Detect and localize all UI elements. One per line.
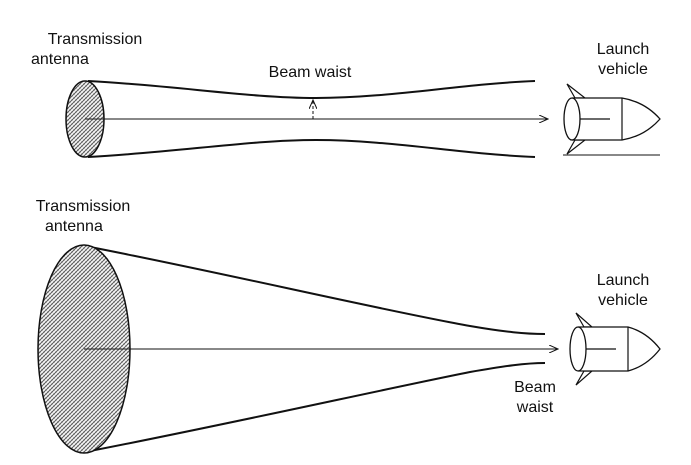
top-vehicle-label-line1: Launch [596,41,650,58]
bottom-beam-lower-edge [84,362,546,453]
top-antenna-label: Transmission antenna [20,30,170,70]
top-launch-vehicle-icon [563,83,661,156]
bottom-antenna-label-line2: antenna [45,218,103,235]
top-panel [65,80,661,158]
bottom-vehicle-label: Launch vehicle [568,271,678,311]
bottom-antenna-label-line1: Transmission [35,198,131,215]
bottom-launch-vehicle-icon [569,312,661,386]
bottom-waist-label-line2: waist [516,399,554,416]
bottom-beam-upper-edge [84,245,546,335]
top-vehicle-label-line2: vehicle [598,61,648,78]
bottom-vehicle-label-line1: Launch [596,272,650,289]
bottom-vehicle-label-line2: vehicle [598,292,648,309]
top-antenna-label-line1: Transmission [47,31,143,48]
top-beam-lower-edge [87,138,536,158]
bottom-panel [37,244,661,454]
bottom-antenna-label: Transmission antenna [8,197,158,237]
top-vehicle-label: Launch vehicle [568,40,678,80]
bottom-waist-label: Beam waist [505,378,565,418]
top-beam-upper-edge [87,80,536,100]
top-waist-label: Beam waist [268,64,352,81]
bottom-waist-label-line1: Beam [514,379,556,396]
top-antenna-label-line2: antenna [31,51,89,68]
